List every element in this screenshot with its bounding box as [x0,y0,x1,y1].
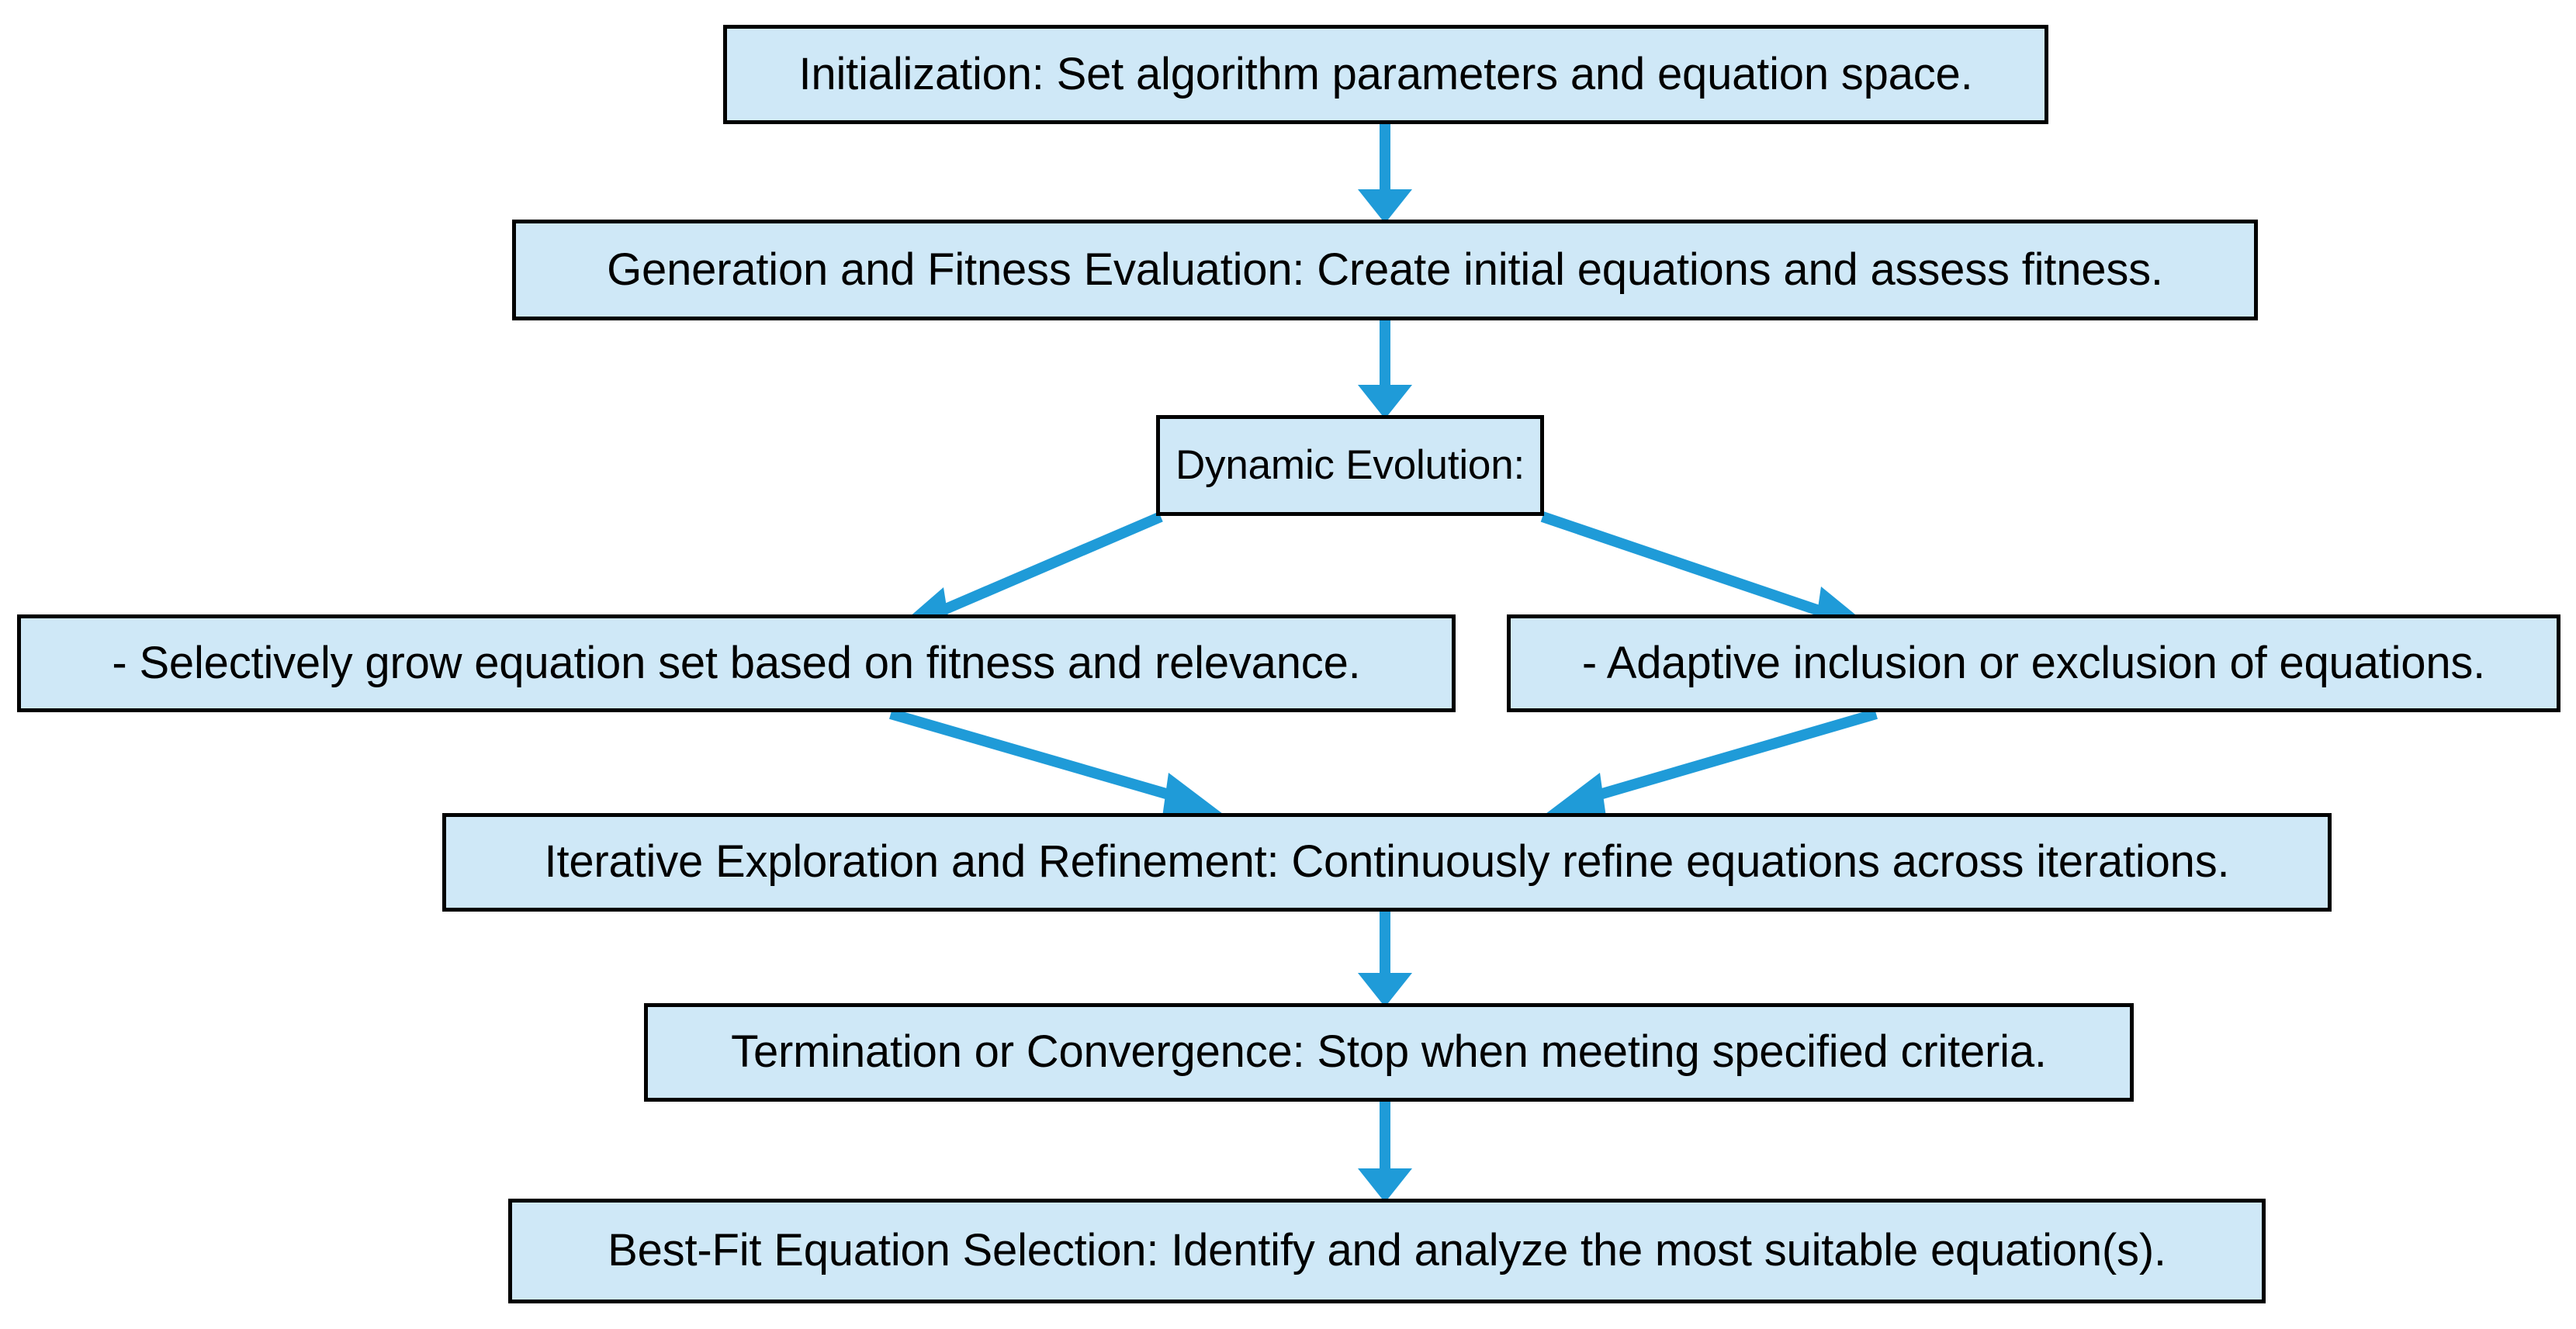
node-adaptive-inclusion-or-exclusion-label: - Adaptive inclusion or exclusion of equ… [1581,637,2486,688]
node-generation-and-fitness-evaluation[interactable]: Generation and Fitness Evaluation: Creat… [512,220,2258,320]
edge-generation-to-dynamic [1358,320,1412,419]
edge-iterative-to-termination [1358,912,1412,1007]
node-best-fit-equation-selection-label: Best-Fit Equation Selection: Identify an… [608,1225,2166,1276]
node-best-fit-equation-selection[interactable]: Best-Fit Equation Selection: Identify an… [508,1199,2266,1303]
node-initialization[interactable]: Initialization: Set algorithm parameters… [723,25,2048,124]
edge-grow-to-iterative [889,708,1226,817]
node-dynamic-evolution[interactable]: Dynamic Evolution: [1156,415,1544,516]
node-selectively-grow-equation-set-label: - Selectively grow equation set based on… [112,637,1361,688]
node-iterative-exploration-and-refinement-label: Iterative Exploration and Refinement: Co… [544,836,2230,888]
node-dynamic-evolution-label: Dynamic Evolution: [1175,442,1525,489]
node-initialization-label: Initialization: Set algorithm parameters… [798,48,1973,99]
edge-adaptive-to-iterative [1542,708,1878,817]
node-iterative-exploration-and-refinement[interactable]: Iterative Exploration and Refinement: Co… [442,813,2332,912]
edge-termination-to-bestfit [1358,1102,1412,1203]
node-termination-or-convergence-label: Termination or Convergence: Stop when me… [731,1026,2047,1078]
node-generation-and-fitness-evaluation-label: Generation and Fitness Evaluation: Creat… [607,244,2163,295]
node-termination-or-convergence[interactable]: Termination or Convergence: Stop when me… [644,1003,2134,1102]
node-selectively-grow-equation-set[interactable]: - Selectively grow equation set based on… [17,614,1456,712]
edge-init-to-generation [1358,124,1412,223]
node-adaptive-inclusion-or-exclusion[interactable]: - Adaptive inclusion or exclusion of equ… [1507,614,2560,712]
